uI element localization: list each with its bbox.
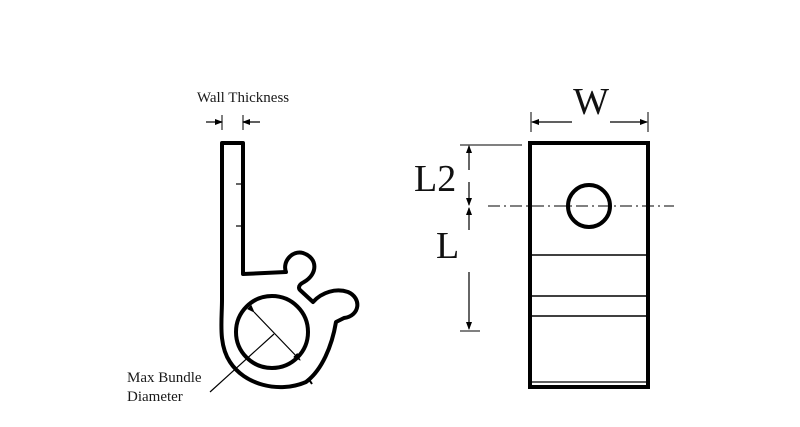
length-label: L — [436, 225, 459, 267]
front-body — [528, 141, 650, 389]
bundle-leader-line — [209, 333, 275, 393]
max-bundle-label-line1: Max Bundle — [127, 370, 202, 386]
bundle-bore — [234, 294, 310, 370]
wall-thickness-dimension: Wall Thickness — [197, 90, 289, 130]
wall-thickness-label: Wall Thickness — [197, 90, 289, 106]
hole-offset-label: L2 — [414, 158, 456, 200]
bundle-diameter-line — [246, 304, 301, 361]
max-bundle-label-line2: Diameter — [127, 389, 183, 405]
clip-side-profile — [219, 141, 360, 390]
bottom-notch — [307, 377, 313, 385]
clip-outline-outer — [219, 141, 360, 390]
max-bundle-dimension: Max Bundle Diameter — [127, 304, 301, 405]
hole-offset-dimension: L2 — [414, 144, 522, 206]
clip-front-view — [488, 141, 674, 389]
width-dimension: W — [530, 81, 649, 132]
width-label: W — [573, 81, 609, 123]
length-dimension: L — [436, 207, 480, 332]
